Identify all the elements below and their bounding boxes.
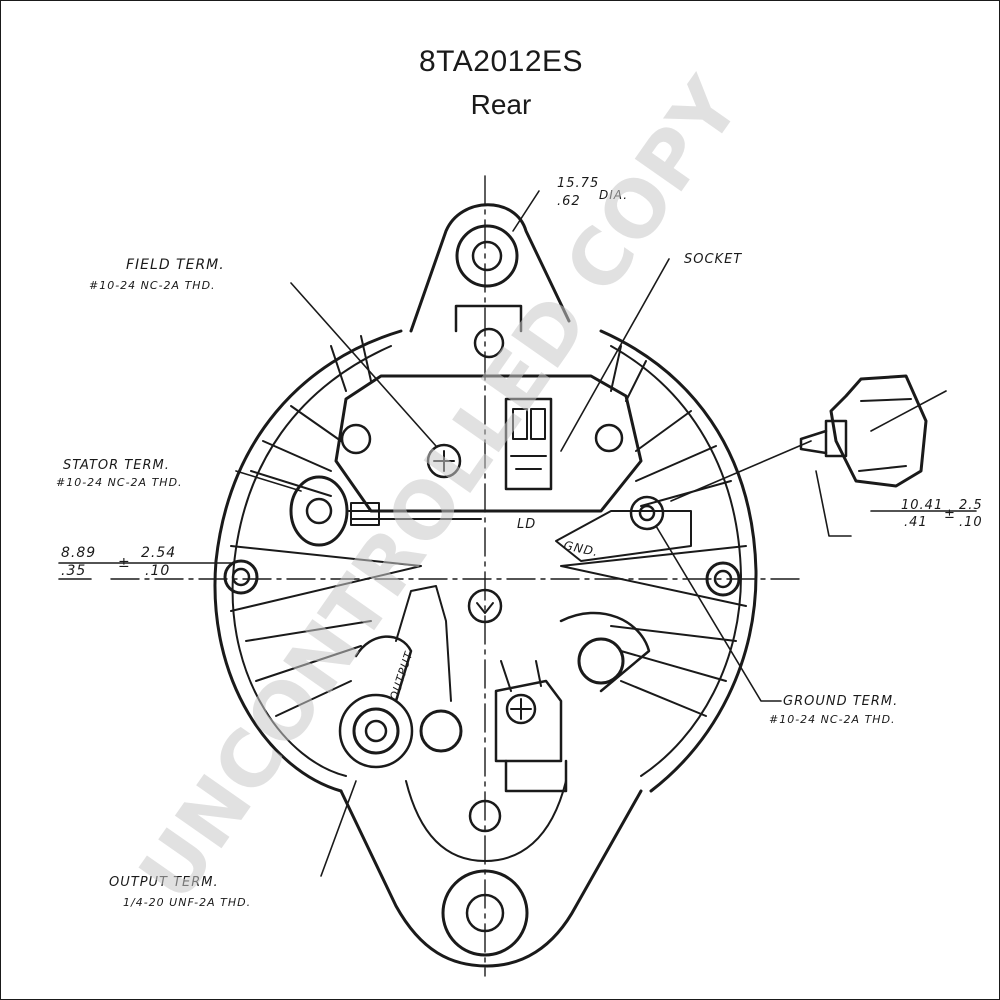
dim-right-b-top: 2.5 bbox=[959, 498, 983, 513]
gnd-mark: GND. bbox=[562, 538, 599, 559]
svg-text:±: ± bbox=[944, 507, 956, 522]
model-title: 8TA2012ES bbox=[418, 45, 584, 78]
terminals bbox=[223, 475, 741, 793]
svg-text:±: ± bbox=[118, 555, 131, 571]
socket-label: SOCKET bbox=[684, 252, 742, 267]
output-term-thread-label: 1/4-20 UNF-2A THD. bbox=[123, 896, 251, 909]
dim-right-a-bottom: .41 bbox=[904, 515, 928, 530]
dim-left-tol-bottom: .10 bbox=[145, 563, 170, 579]
bolt-dia-bottom-label: .62 bbox=[557, 194, 581, 209]
cooling-ribs bbox=[230, 335, 747, 717]
ground-term-thread-label: #10-24 NC-2A THD. bbox=[769, 713, 896, 726]
stator-term-thread-label: #10-24 NC-2A THD. bbox=[56, 476, 183, 489]
dim-right-a-top: 10.41 bbox=[901, 498, 943, 513]
stator-term-label: STATOR TERM. bbox=[63, 458, 170, 473]
dim-left-bottom: .35 bbox=[61, 563, 86, 579]
housing-outline bbox=[213, 203, 758, 968]
view-subtitle: Rear bbox=[470, 89, 532, 120]
uncontrolled-copy-watermark: UNCONTROLLED COPY bbox=[123, 62, 759, 917]
dim-left-top: 8.89 bbox=[61, 545, 96, 561]
plug-connector bbox=[670, 374, 947, 537]
leader-lines bbox=[58, 190, 977, 877]
field-term-thread-label: #10-24 NC-2A THD. bbox=[89, 279, 216, 292]
body-mark: LD bbox=[517, 517, 536, 532]
dim-left-tol-top: 2.54 bbox=[141, 545, 176, 561]
ground-term-label: GROUND TERM. bbox=[783, 694, 898, 709]
dim-right-b-bottom: .10 bbox=[959, 515, 983, 530]
regulator-plate bbox=[334, 374, 643, 513]
output-mark: OUTPUT bbox=[387, 649, 415, 702]
bolt-dia-suffix-label: DIA. bbox=[599, 188, 628, 202]
field-term-label: FIELD TERM. bbox=[126, 257, 225, 273]
output-term-label: OUTPUT TERM. bbox=[109, 875, 219, 890]
bolt-dia-top-label: 15.75 bbox=[557, 176, 599, 191]
